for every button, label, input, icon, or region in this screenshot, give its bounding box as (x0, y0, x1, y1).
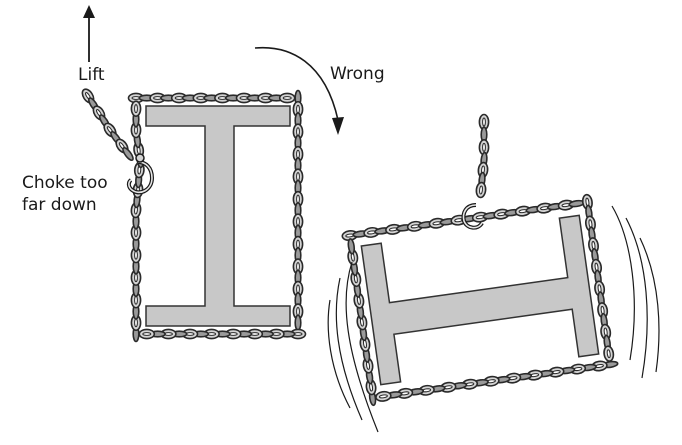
hook-icon (126, 153, 155, 195)
chain-lift-left (81, 88, 134, 162)
curved-arrow-icon (254, 46, 344, 135)
chain-link-hole (142, 332, 152, 336)
hook-icon (461, 203, 484, 230)
lift-arrow-icon (83, 5, 95, 62)
choke-label: Choke too far down (22, 172, 108, 216)
chain-lift-right (475, 113, 490, 199)
chain-link-hole (482, 142, 486, 152)
chain-link-hole (134, 104, 138, 114)
wrong-label: Wrong (330, 64, 385, 84)
chain-link-hole (378, 394, 388, 399)
motion-lines (327, 205, 660, 433)
chain-link-hole (296, 149, 300, 159)
chain-link-hole (296, 217, 300, 227)
chain-link-hole (296, 194, 300, 204)
chain-link-hole (296, 104, 300, 114)
lift-label: Lift (78, 65, 105, 85)
chain-link-hole (134, 228, 138, 238)
chain-link (122, 146, 134, 162)
chain-link-hole (296, 239, 300, 249)
chain-link-hole (482, 117, 486, 127)
chain-link-hole (134, 295, 138, 305)
chain-link (347, 238, 356, 255)
chain-link-hole (296, 262, 300, 272)
choke-label-line1: Choke too (22, 173, 108, 193)
chain-link-hole (296, 307, 300, 317)
chain-link-hole (296, 172, 300, 182)
chain-left (127, 89, 307, 343)
i-beam-upright (145, 105, 291, 327)
chain-link-hole (134, 250, 138, 260)
chain-link-hole (134, 318, 138, 328)
chain-link (294, 314, 302, 332)
chain-link-hole (296, 284, 300, 294)
chain-link-hole (296, 127, 300, 137)
chain-link-hole (479, 185, 483, 195)
i-beam-tilted (360, 214, 600, 386)
chain-link-hole (134, 273, 138, 283)
chain-link-hole (606, 349, 611, 359)
choke-label-line2: far down (22, 195, 97, 215)
chain-link-hole (282, 96, 292, 100)
chain-right (341, 193, 619, 407)
